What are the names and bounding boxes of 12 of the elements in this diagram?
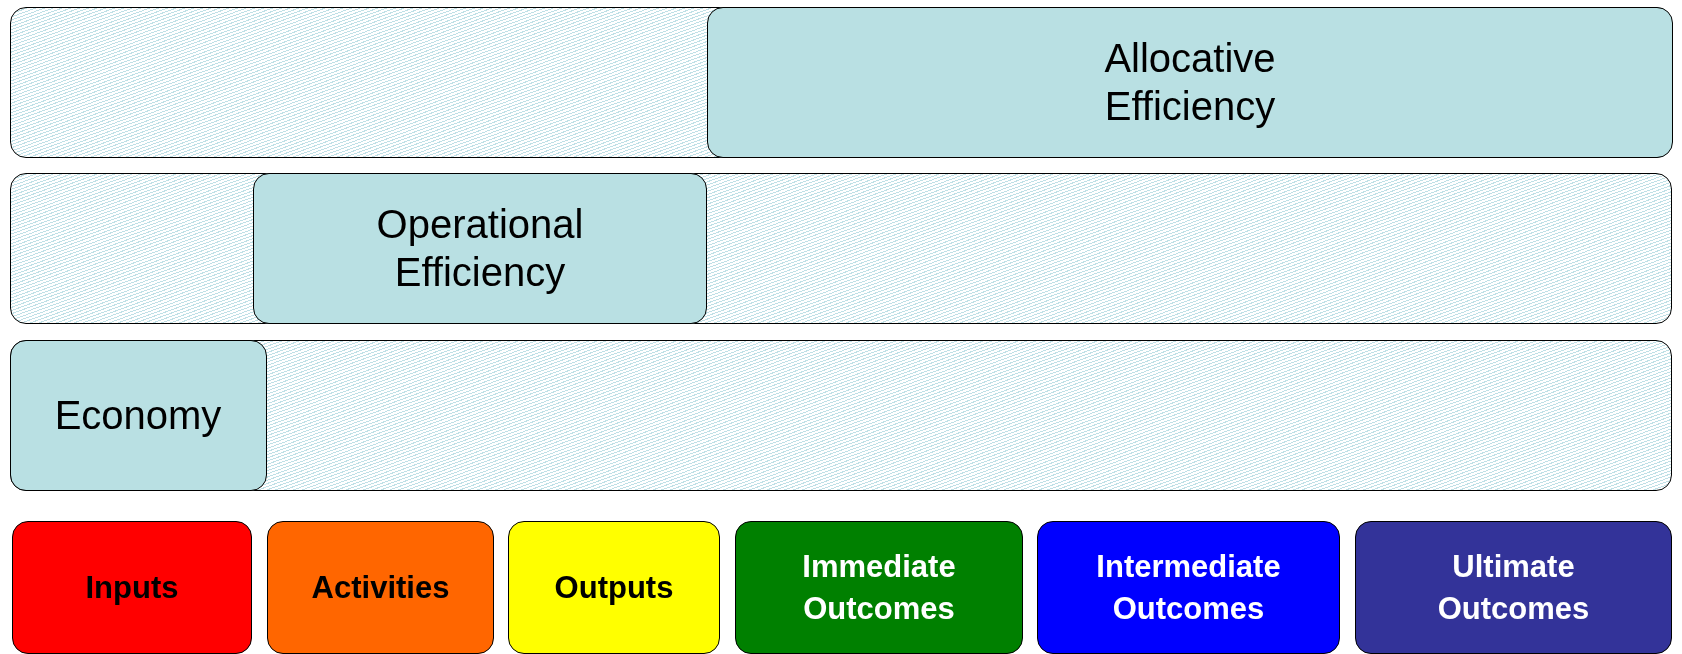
- efficiency-box: Allocative Efficiency: [707, 6, 1673, 158]
- stage-box: Intermediate Outcomes: [1037, 521, 1340, 654]
- stage-box: Outputs: [508, 521, 720, 654]
- efficiency-box: Economy: [9, 339, 267, 491]
- stage-box: Activities: [267, 521, 494, 654]
- stage-box: Immediate Outcomes: [735, 521, 1023, 654]
- stage-box: Ultimate Outcomes: [1355, 521, 1672, 654]
- hatched-band: [10, 173, 1672, 324]
- hatched-band: [10, 7, 1672, 158]
- efficiency-box: Operational Efficiency: [253, 172, 707, 324]
- hatched-band: [10, 340, 1672, 491]
- stage-box: Inputs: [12, 521, 252, 654]
